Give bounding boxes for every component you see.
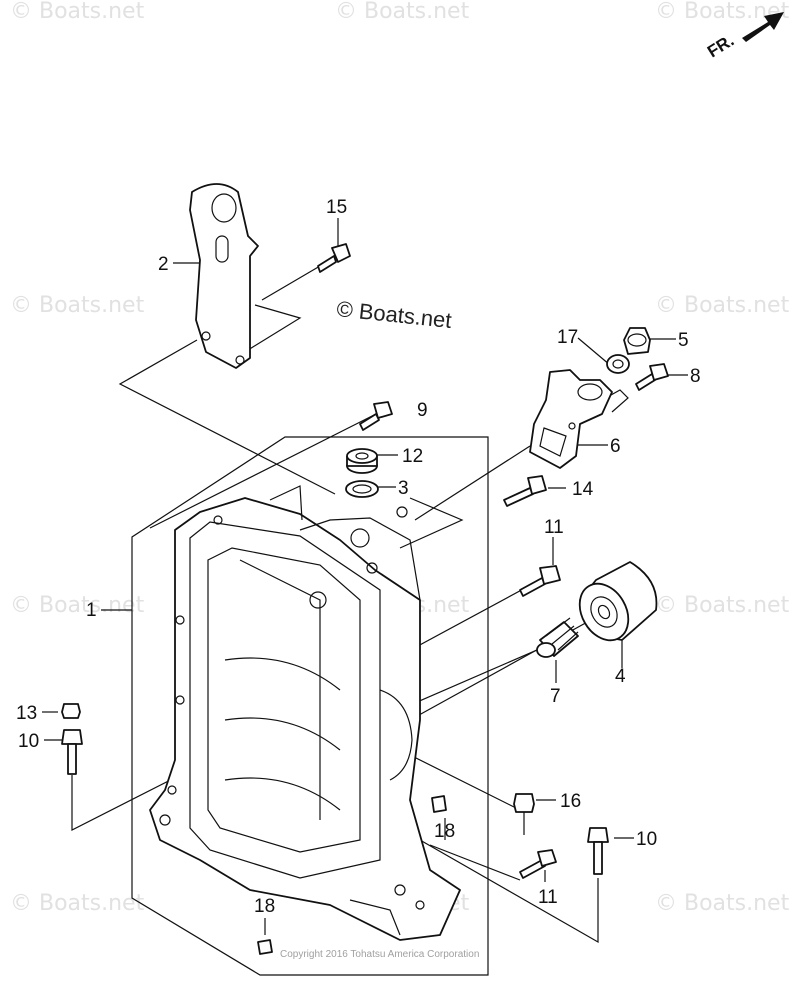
- callout-3: 3: [398, 478, 409, 499]
- watermark-mid-left: © Boats.net: [10, 293, 145, 318]
- part-3-gasket: [345, 480, 379, 498]
- watermark-bottom-right: © Boats.net: [655, 891, 790, 916]
- callout-13: 13: [16, 703, 37, 724]
- callout-11-lower: 11: [538, 887, 558, 908]
- part-17-oring: [606, 354, 630, 374]
- part-10-right-bolt: [587, 827, 609, 875]
- callout-12: 12: [402, 446, 423, 467]
- callout-15: 15: [326, 197, 347, 218]
- callout-18-lower: 18: [254, 896, 275, 917]
- callout-11-upper: 11: [544, 517, 564, 538]
- part-18-upper-dowel: [431, 795, 447, 813]
- front-arrow-icon: [742, 12, 784, 42]
- part-5-cap: [623, 327, 651, 355]
- part-15-bolt: [317, 243, 351, 273]
- part-16-cap: [513, 793, 535, 813]
- part-18-lower-dowel: [257, 939, 273, 955]
- watermark-mid-right: © Boats.net: [655, 293, 790, 318]
- watermark-bottom-left: © Boats.net: [10, 891, 145, 916]
- callout-10-right: 10: [636, 829, 657, 850]
- front-label: FR.: [704, 31, 737, 62]
- part-7-fitting: [536, 617, 579, 658]
- callout-18-upper: 18: [434, 821, 455, 842]
- callout-10-left: 10: [18, 731, 39, 752]
- callout-8: 8: [690, 366, 701, 387]
- callout-5: 5: [678, 330, 689, 351]
- part-11-upper-bolt: [519, 565, 561, 597]
- callout-6: 6: [610, 436, 621, 457]
- part-9-bolt: [359, 401, 393, 431]
- part-13-cap: [61, 703, 81, 719]
- callout-16: 16: [560, 791, 581, 812]
- copyright-notice: Copyright 2016 Tohatsu America Corporati…: [280, 949, 479, 960]
- callout-4: 4: [615, 666, 626, 687]
- assembly-outline: [131, 436, 489, 976]
- part-10-left-bolt: [61, 729, 83, 775]
- watermark-top-center: © Boats.net: [335, 0, 470, 24]
- callout-9: 9: [417, 400, 428, 421]
- part-6-housing: [529, 369, 613, 469]
- callout-1: 1: [86, 600, 97, 621]
- callout-14: 14: [572, 479, 594, 500]
- callout-7: 7: [550, 686, 561, 707]
- part-8-bolt: [635, 363, 669, 391]
- part-12-plug: [346, 448, 378, 474]
- part-4-filter: [578, 561, 658, 642]
- part-1-case: [149, 485, 461, 941]
- brand-label: © Boats.net: [335, 296, 452, 333]
- callout-17: 17: [557, 327, 578, 348]
- watermark-low-right: © Boats.net: [655, 593, 790, 618]
- callout-2: 2: [158, 254, 169, 275]
- part-2-bracket: [189, 183, 259, 369]
- part-14-bolt: [503, 475, 547, 507]
- watermark-low-left: © Boats.net: [10, 593, 145, 618]
- callout-labels: 15 2 17 5 8 9 6 12 3 14 11 1 4 7 13 10 1…: [16, 197, 701, 917]
- watermark-top-left: © Boats.net: [10, 0, 145, 24]
- part-11-lower-bolt: [519, 849, 557, 879]
